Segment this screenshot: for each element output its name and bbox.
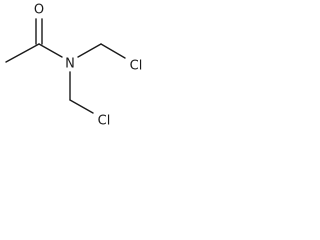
bond-nitrogen-ch2-upper xyxy=(77,43,102,58)
atom-nitrogen: N xyxy=(65,57,75,72)
atom-chlorine-lower: Cl xyxy=(98,114,111,129)
bond-ch2-upper-chlorine xyxy=(100,43,126,59)
bond-methyl-carbonyl xyxy=(5,43,40,63)
bond-ch2-lower-chlorine xyxy=(69,99,94,114)
chemical-structure: O N Cl Cl xyxy=(5,3,143,129)
atom-oxygen: O xyxy=(34,3,44,18)
atom-chlorine-upper: Cl xyxy=(130,59,143,74)
bond-carbonyl-nitrogen xyxy=(38,43,63,58)
